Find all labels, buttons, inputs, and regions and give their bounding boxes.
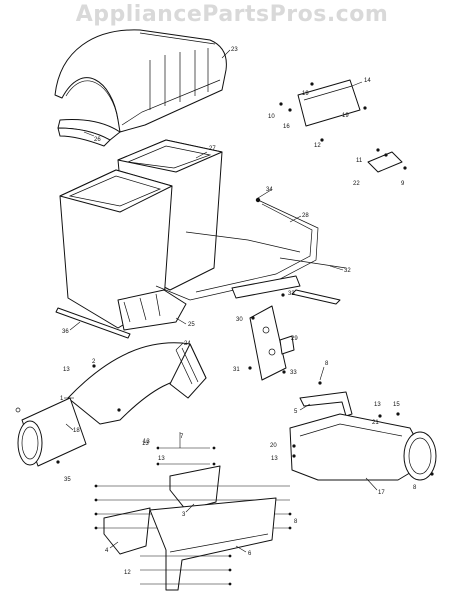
callout-33b: 33 xyxy=(290,370,297,376)
part-rod xyxy=(55,307,131,339)
part-flap xyxy=(57,127,111,147)
leader-lines xyxy=(64,49,378,553)
part-bracket-plate xyxy=(279,79,367,142)
callout-25: 25 xyxy=(188,322,195,328)
callout-27: 27 xyxy=(209,146,216,152)
callout-8a: 8 xyxy=(294,519,298,525)
callout-22: 22 xyxy=(353,181,360,187)
callout-12b: 12 xyxy=(124,570,131,576)
callout-2: 2 xyxy=(92,359,96,365)
callout-13c: 13 xyxy=(374,402,381,408)
callout-24: 24 xyxy=(184,341,191,347)
part-center-bracket xyxy=(156,446,221,511)
callout-7: 7 xyxy=(180,434,184,440)
callout-31: 31 xyxy=(233,367,240,373)
callout-8b: 8 xyxy=(325,361,329,367)
callout-9: 9 xyxy=(401,181,405,187)
callout-33a: 33 xyxy=(288,291,295,297)
part-latch-plate xyxy=(248,293,295,381)
callout-15: 15 xyxy=(393,402,400,408)
part-strap xyxy=(299,381,353,417)
callout-30: 30 xyxy=(236,317,243,323)
callout-36: 36 xyxy=(62,329,69,335)
callout-26: 26 xyxy=(94,137,101,143)
callout-19a: 19 xyxy=(302,91,309,97)
watermark: AppliancePartsPros.com xyxy=(75,2,389,27)
callout-10: 10 xyxy=(268,114,275,120)
callout-35: 35 xyxy=(64,477,71,483)
callout-16: 16 xyxy=(283,124,290,130)
callout-13e: 13 xyxy=(142,441,149,447)
callout-28: 28 xyxy=(302,213,309,219)
callout-23: 23 xyxy=(231,47,238,53)
callout-1: 1 xyxy=(60,396,64,402)
callout-8c: 8 xyxy=(413,485,417,491)
part-frame xyxy=(155,197,347,305)
callout-20: 20 xyxy=(270,443,277,449)
callout-14: 14 xyxy=(364,78,371,84)
callout-29: 29 xyxy=(291,336,298,342)
callout-4: 4 xyxy=(105,548,109,554)
callout-5: 5 xyxy=(294,409,298,415)
callout-13d: 13 xyxy=(271,456,278,462)
callout-32: 32 xyxy=(344,268,351,274)
callout-17: 17 xyxy=(378,490,385,496)
part-top-cover xyxy=(54,29,227,141)
part-left-bracket xyxy=(94,484,290,555)
callout-18: 18 xyxy=(73,428,80,434)
callout-6: 6 xyxy=(248,551,252,557)
part-side-chute xyxy=(289,412,437,481)
callout-34: 34 xyxy=(266,187,273,193)
part-front-bag xyxy=(59,169,187,331)
callout-12a: 12 xyxy=(314,143,321,149)
part-small-bracket xyxy=(367,148,407,173)
part-base-plate xyxy=(140,497,292,591)
callout-11: 11 xyxy=(356,158,363,164)
callout-13a: 13 xyxy=(63,367,70,373)
callout-19b: 19 xyxy=(342,113,349,119)
callout-3: 3 xyxy=(182,512,186,518)
part-chute-tube xyxy=(67,342,207,425)
part-round-chute xyxy=(15,397,87,467)
callout-21: 21 xyxy=(372,420,379,426)
callout-labels: 23 26 14 19 19 10 16 12 11 22 9 27 34 28… xyxy=(60,47,417,576)
callout-13f: 13 xyxy=(158,456,165,462)
callout-13b: 13 xyxy=(143,439,150,445)
